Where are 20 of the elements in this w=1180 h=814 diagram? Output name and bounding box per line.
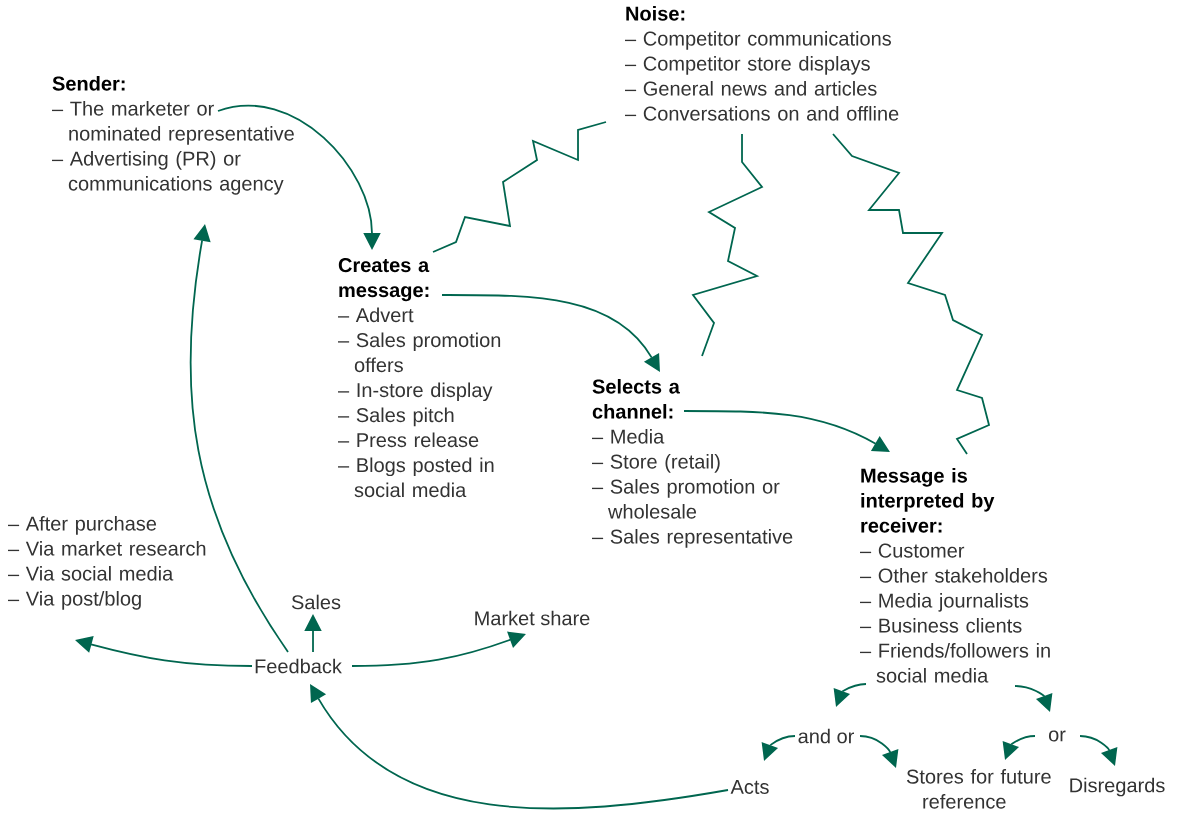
- text-label: Sales: [291, 594, 341, 610]
- bullet-list: Sender: – The marketer or nominated representative – Advertising (PR) or communications agency: [52, 76, 294, 195]
- arrow: [441, 294, 660, 372]
- bullet-list: Creates a message: – Advert – Sales promotion offers – In-store display – Sales pitch – Press release – Blogs posted in social media: [338, 258, 501, 498]
- text-label: Market share: [475, 610, 590, 626]
- text-label: Acts: [730, 780, 769, 794]
- text-label: Feedback: [255, 658, 342, 674]
- arrow: [310, 684, 729, 810]
- bullet-list: Selects a channel: – Media – Store (retail) – Sales promotion or wholesale – Sales representative: [592, 379, 793, 548]
- text-label: Disregards: [1070, 777, 1165, 797]
- text-label: or: [1048, 730, 1066, 742]
- zigzag-line: [691, 133, 764, 357]
- bullet-list: Noise: – Competitor communications – Competitor store displays – General news and articles – Conversations on and offline: [625, 6, 899, 121]
- arrow: [683, 410, 890, 452]
- zigzag-line: [832, 133, 991, 455]
- text-label: Stores for future reference: [906, 769, 1051, 809]
- zigzag-line: [432, 121, 607, 253]
- bullet-list: Message is interpreted by receiver: – Customer – Other stakeholders – Media journalists – Business clients – Friends/followers in social media: [860, 468, 1050, 683]
- text-label: and or: [798, 728, 854, 744]
- bullet-list: – After purchase – Via market research – Via social media – Via post/blog: [8, 516, 206, 610]
